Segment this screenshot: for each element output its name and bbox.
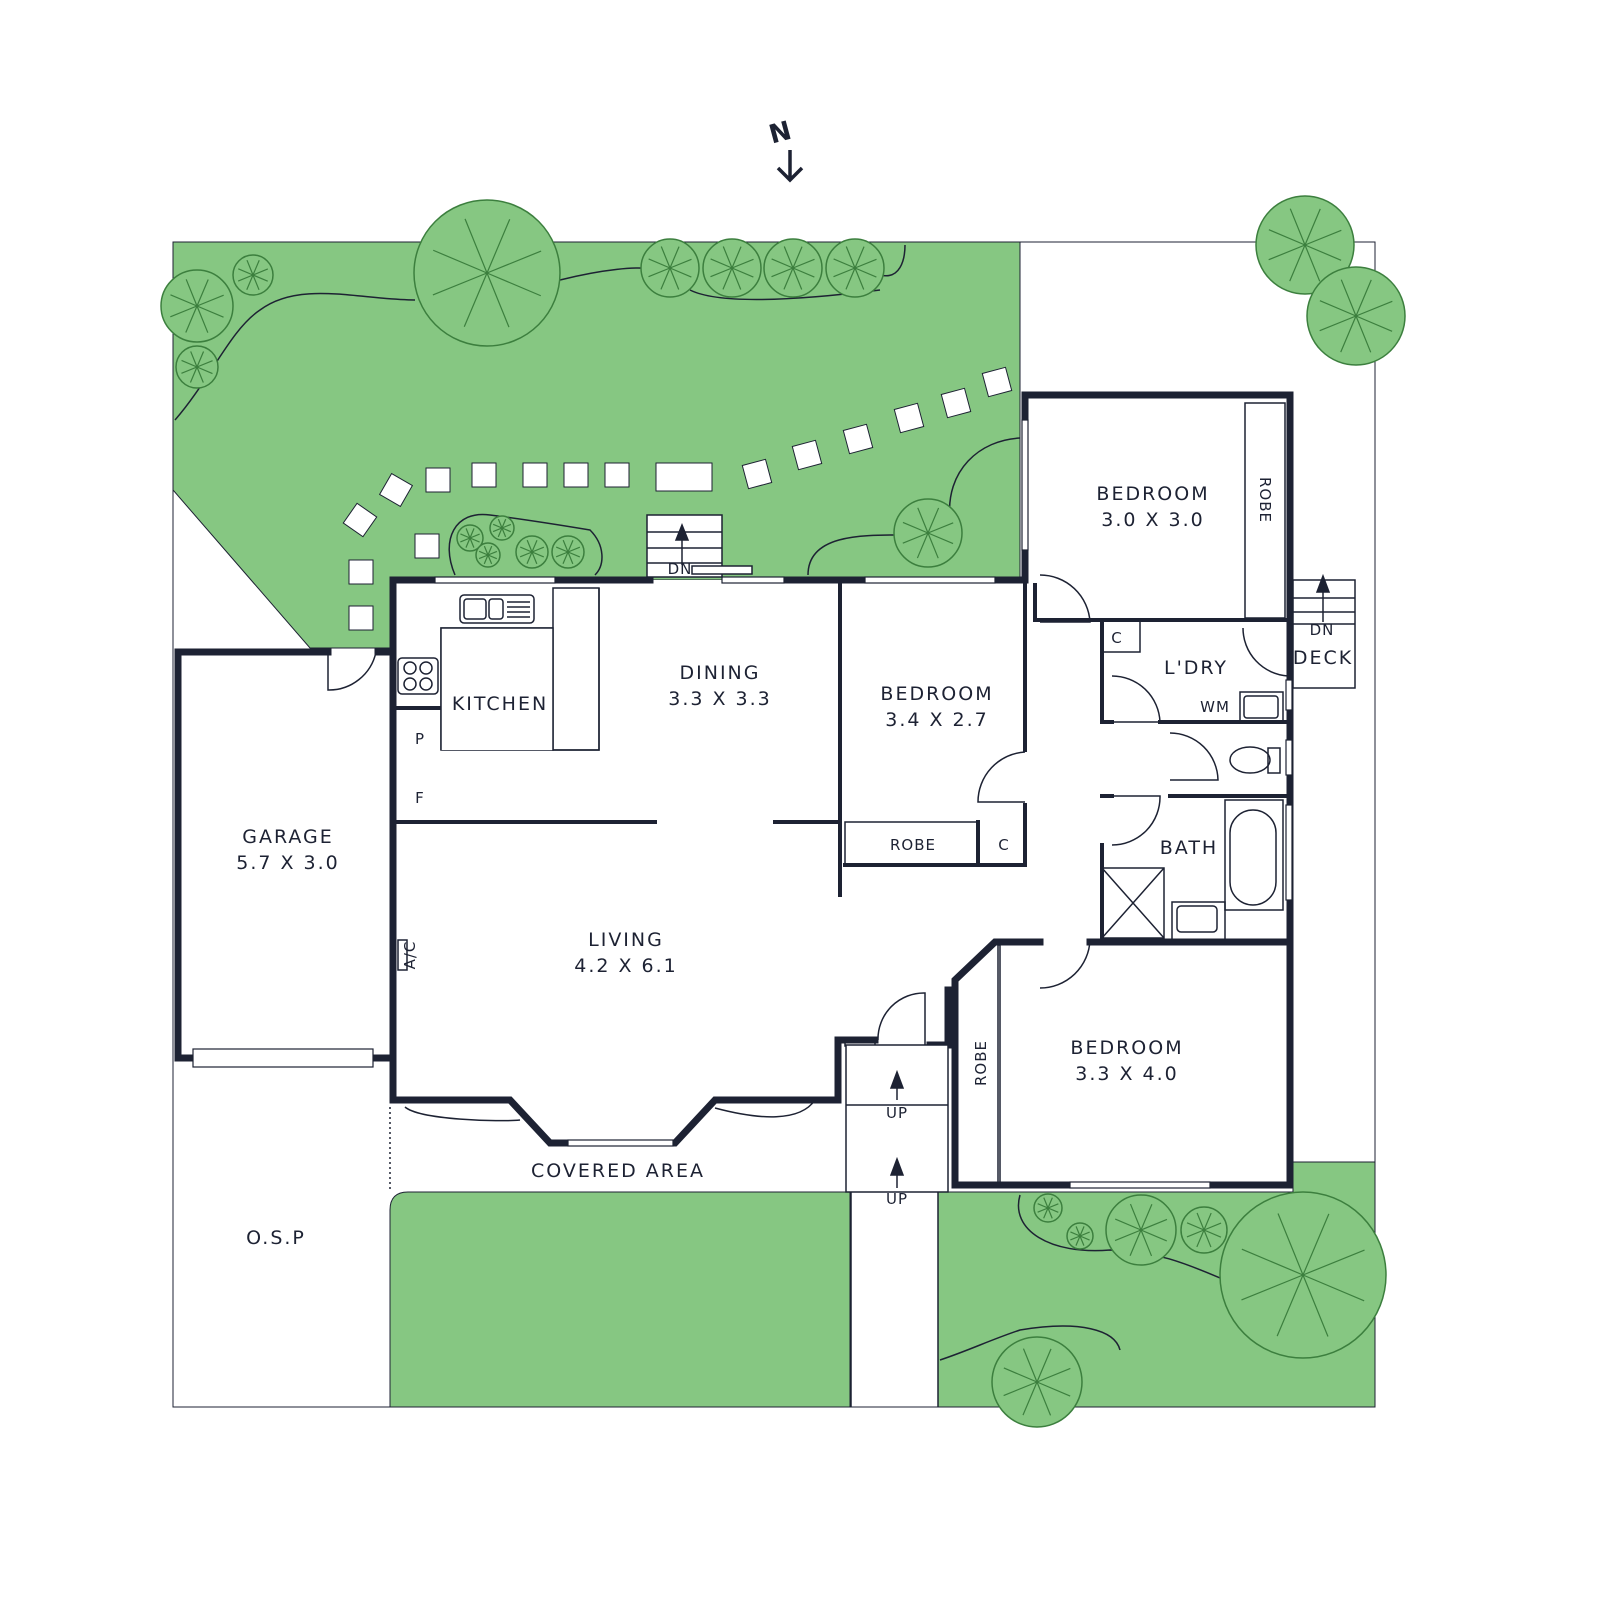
stepping-stone: [522, 462, 548, 488]
stepping-stone: [842, 423, 874, 455]
bedroom2-size: 3.4 X 2.7: [885, 709, 989, 731]
fridge-label: F: [415, 789, 425, 807]
stepping-stone: [414, 533, 440, 559]
living-size: 4.2 X 6.1: [574, 955, 678, 977]
front-steps: [389, 1044, 949, 1407]
tree-icon: [1105, 1194, 1177, 1266]
laundry-name: L'DRY: [1164, 657, 1228, 679]
bedroom3-robe: ROBE: [972, 1040, 990, 1086]
stepping-stone: [604, 462, 630, 488]
bedroom2-cupboard: C: [998, 836, 1009, 854]
tree-icon: [1306, 266, 1406, 366]
garden-bed-edge: [448, 513, 603, 576]
bath-name: BATH: [1160, 837, 1218, 859]
pantry-label: P: [415, 730, 425, 748]
laundry-cupboard: C: [1111, 629, 1122, 647]
rear-steps-label: DN: [668, 560, 693, 578]
stepping-stone: [471, 462, 497, 488]
stepping-stone: [563, 462, 589, 488]
tree-icon: [1255, 195, 1355, 295]
living-name: LIVING: [588, 929, 664, 951]
tree-icon: [413, 199, 561, 347]
deck-stairs-label: DN: [1310, 621, 1335, 639]
stepping-stone: [342, 502, 378, 538]
tree-icon: [893, 498, 963, 568]
tree-icon: [456, 524, 484, 552]
garden-bed-edge: [1017, 1194, 1226, 1281]
rear-steps: [646, 514, 753, 578]
room-labels: BEDROOM 3.0 X 3.0 ROBE BEDROOM 3.4 X 2.7…: [236, 477, 1353, 1249]
tree-icon: [551, 535, 585, 569]
dining-size: 3.3 X 3.3: [668, 688, 772, 710]
tree-icon: [1219, 1191, 1387, 1359]
sink-icon: [459, 594, 535, 624]
bedroom2-name: BEDROOM: [880, 683, 993, 705]
garage-size: 5.7 X 3.0: [236, 852, 340, 874]
covered-area-name: COVERED AREA: [531, 1160, 705, 1182]
stepping-stone: [791, 439, 823, 471]
stepping-stone: [378, 472, 414, 508]
stepping-stone: [425, 467, 451, 493]
tree-icon: [160, 269, 234, 343]
front-lawn-left: [389, 1191, 851, 1408]
bedroom3-size: 3.3 X 4.0: [1075, 1063, 1179, 1085]
stepping-stone: [655, 462, 713, 492]
tree-icon: [1066, 1222, 1094, 1250]
stepping-stones: [342, 366, 1013, 631]
bedroom2-robe: ROBE: [890, 836, 936, 854]
stepping-stone: [741, 458, 773, 490]
tree-icon: [1033, 1193, 1063, 1223]
stepping-stone: [981, 366, 1013, 398]
tree-icon: [763, 238, 823, 298]
tree-icon: [640, 238, 700, 298]
stepping-stone: [940, 387, 972, 419]
bedroom1-size: 3.0 X 3.0: [1101, 509, 1205, 531]
osp-name: O.S.P: [246, 1227, 306, 1249]
door-swings: [327, 574, 1289, 1045]
bedroom3-name: BEDROOM: [1070, 1037, 1183, 1059]
ac-label: A/C: [401, 941, 419, 970]
washer-label: WM: [1200, 698, 1230, 716]
tree-icon: [991, 1336, 1083, 1428]
bathtub-icon: [1229, 809, 1277, 906]
deck: [1292, 573, 1356, 689]
washing-machine-icon: [1239, 691, 1284, 723]
stepping-stone: [348, 559, 374, 585]
bedroom1-robe: ROBE: [1256, 477, 1274, 523]
tree-icon: [175, 345, 219, 389]
bedroom1-name: BEDROOM: [1096, 483, 1209, 505]
garage-name: GARAGE: [242, 826, 334, 848]
windows: [192, 419, 1293, 1189]
stepping-stone: [348, 605, 374, 631]
toilet-icon: [1229, 746, 1271, 774]
kitchen-name: KITCHEN: [452, 693, 548, 715]
tree-icon: [702, 238, 762, 298]
tree-icon: [232, 254, 274, 296]
tree-icon: [1180, 1206, 1228, 1254]
cooktop-icon: [397, 657, 439, 695]
tree-icon: [825, 238, 885, 298]
north-arrow-icon: [776, 150, 804, 183]
tree-icon: [475, 542, 501, 568]
stepping-stone: [893, 402, 925, 434]
garden-bed-edge: [939, 1325, 1121, 1361]
tree-icon: [489, 515, 515, 541]
north-label: N: [766, 115, 797, 150]
trees: [160, 195, 1406, 1428]
garden-bed-edge: [807, 437, 1021, 576]
front-steps-upper-label: UP: [886, 1104, 908, 1122]
deck-name: DECK: [1293, 647, 1353, 669]
fixtures: [397, 402, 1286, 1184]
tree-icon: [515, 535, 549, 569]
dining-name: DINING: [680, 662, 761, 684]
front-steps-lower-label: UP: [886, 1190, 908, 1208]
